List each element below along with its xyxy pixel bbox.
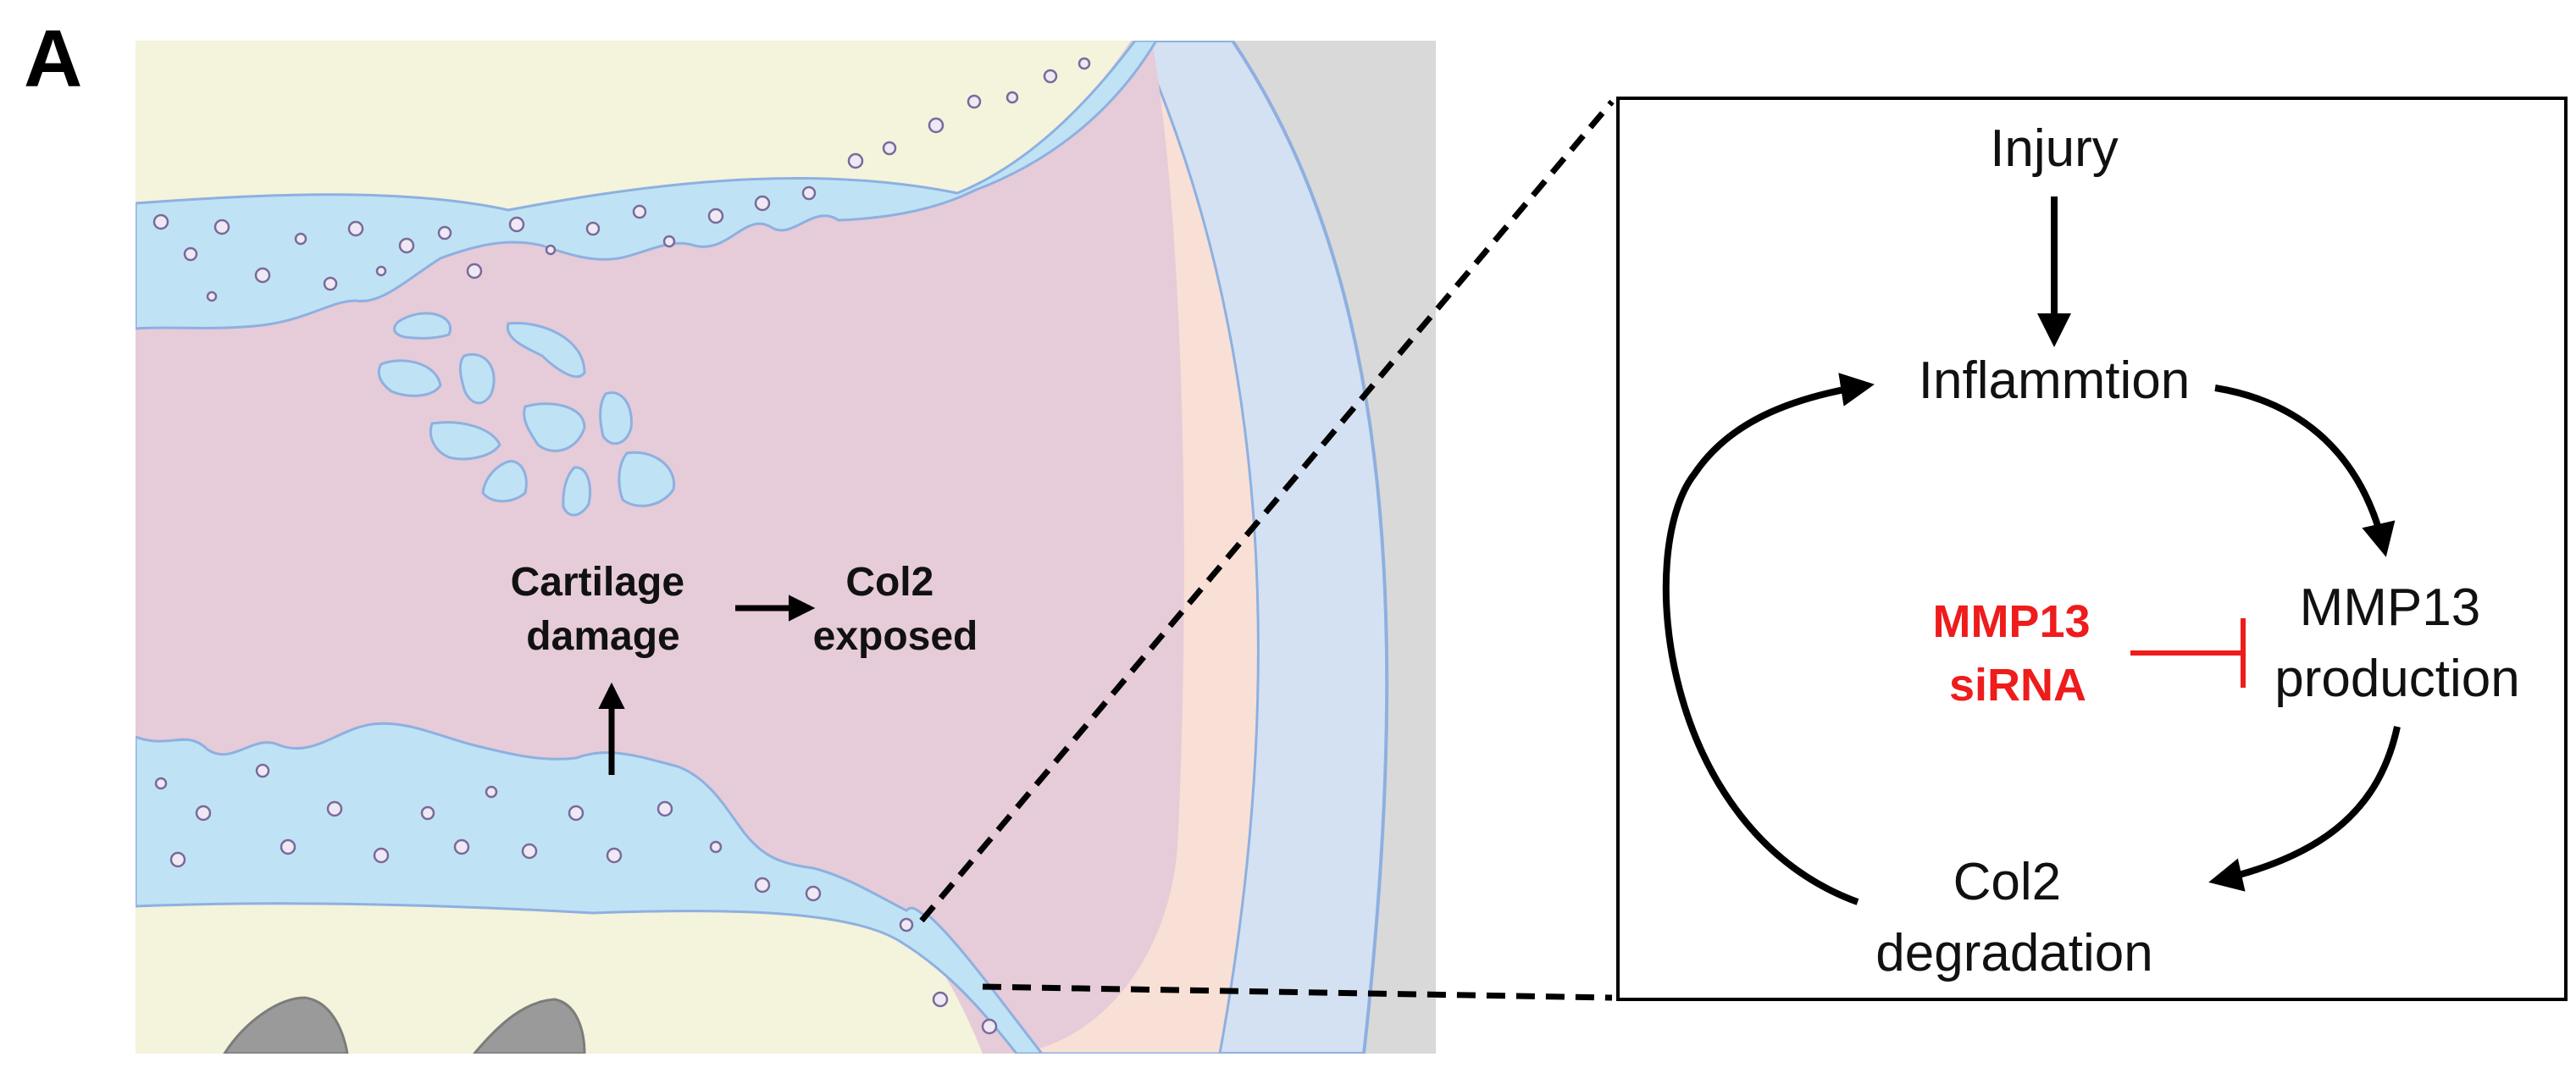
- panel-label: A: [24, 14, 82, 104]
- mmp13-to-degradation-arrow: [2208, 726, 2401, 892]
- cartilage-fragments: [377, 312, 675, 517]
- mmp13-production-label: MMP13 production: [2274, 578, 2520, 708]
- inflammation-label: Inflammtion: [1919, 351, 2190, 410]
- chondrocytes-upper: [152, 57, 1091, 302]
- col2-exposed-label: Col2 exposed: [813, 560, 978, 659]
- subchondral-bone-2: [473, 998, 586, 1054]
- zoom-line-top: [919, 99, 1615, 923]
- col2-degradation-label: Col2 degradation: [1875, 853, 2153, 982]
- upper-cartilage: [136, 41, 1158, 330]
- zoom-box: [1616, 97, 2568, 1001]
- lower-bone: [136, 897, 983, 1054]
- inflammation-to-mmp13-arrow: [2214, 385, 2396, 557]
- subchondral-bone-1: [223, 996, 349, 1054]
- upper-bone: [136, 41, 1131, 216]
- injury-label: Injury: [1990, 119, 2119, 178]
- zoom-line-bottom: [982, 983, 1613, 1001]
- degradation-to-inflammation-arrow: [1662, 373, 1875, 905]
- chondrocytes-lower: [154, 763, 998, 1035]
- sirna-label: MMP13 siRNA: [1932, 596, 2102, 711]
- cartilage-damage-label: Cartilage damage: [511, 560, 696, 659]
- joint-illustration: Cartilage damage Col2 exposed: [136, 41, 1436, 1054]
- lower-cartilage: [136, 722, 1044, 1054]
